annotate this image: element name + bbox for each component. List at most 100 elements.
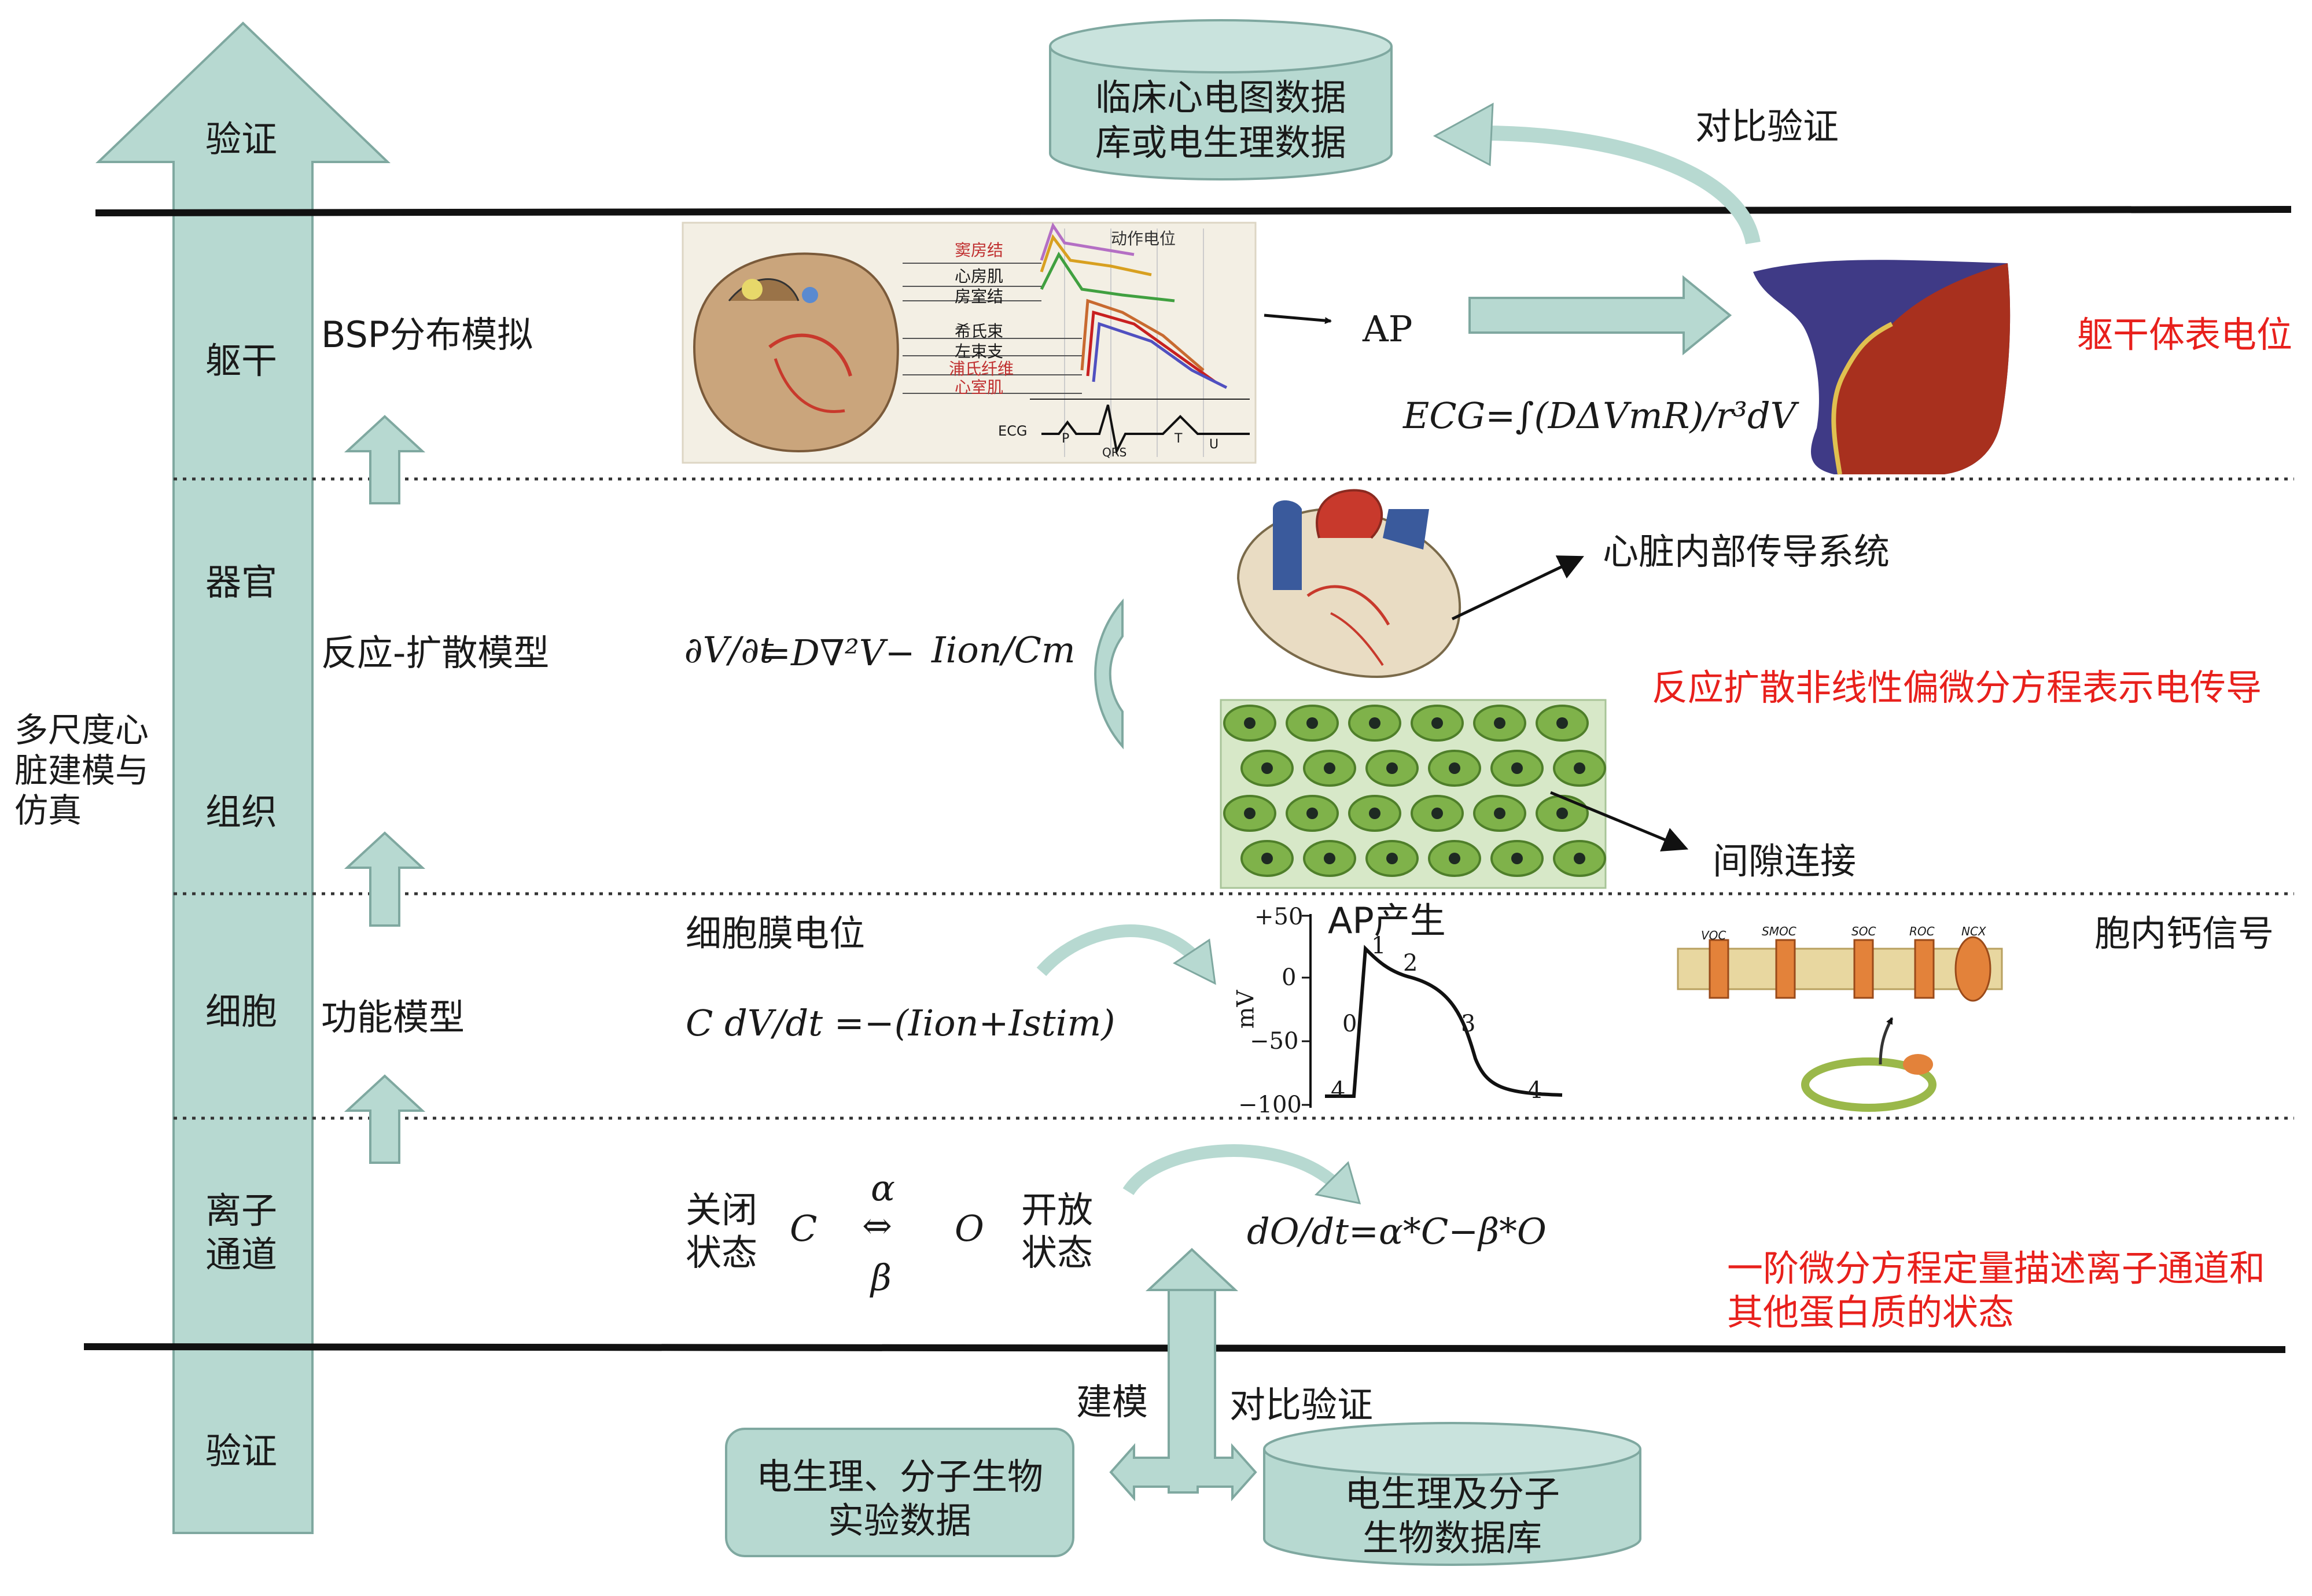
- state-o: O: [955, 1207, 984, 1249]
- cell-nucleus: [1369, 808, 1380, 819]
- verify-bottom-label: 验证: [205, 1430, 278, 1472]
- cell-nucleus: [1574, 853, 1585, 864]
- cell-nucleus: [1386, 853, 1398, 864]
- gap-junction-tissue-figure: [1220, 699, 1607, 889]
- open-state-label: 开放 状态: [1021, 1189, 1094, 1274]
- ecg-equation: ECG=∫(DΔVmR)/r³dV: [1403, 395, 1796, 437]
- exchange-symbol: ⇔: [862, 1204, 892, 1247]
- cell-nucleus: [1261, 853, 1273, 864]
- ap-ylabel: mV: [1232, 990, 1260, 1029]
- multiscale-label: 多尺度心 脏建模与 仿真: [14, 710, 149, 831]
- curved-arrow-cell: [1036, 924, 1203, 976]
- ion-note: 一阶微分方程定量描述离子通道和 其他蛋白质的状态: [1727, 1247, 2266, 1333]
- cell-nucleus: [1511, 762, 1523, 774]
- ca-channel-smoc: SMOC: [1762, 924, 1796, 938]
- cell-nucleus: [1556, 717, 1568, 729]
- compare-bottom-label: 对比验证: [1229, 1384, 1374, 1426]
- cell-nucleus: [1244, 808, 1256, 819]
- arrow-ap-to-torso: [1468, 275, 1732, 356]
- membrane-potential-label: 细胞膜电位: [686, 912, 866, 954]
- level-cell: 细胞: [205, 990, 278, 1033]
- ap-phase-4a: 4: [1331, 1077, 1346, 1104]
- arrow-to-gap: [1550, 791, 1689, 852]
- conduction-label: 心脏内部传导系统: [1603, 530, 1890, 573]
- ecg-wave-t: T: [1175, 432, 1183, 446]
- ap-tick-50: +50: [1254, 904, 1304, 930]
- torso-surface-potential-map: [1753, 260, 2011, 475]
- action-potential-plot: [1302, 914, 1563, 1108]
- bio-db-label: 电生理及分子 生物数据库: [1344, 1473, 1560, 1559]
- level-tissue: 组织: [205, 791, 278, 833]
- ecg-wave-p: P: [1062, 432, 1070, 446]
- up-arrow-small: [344, 415, 426, 1164]
- bsp-model-label: BSP分布模拟: [321, 314, 533, 356]
- level-organ: 器官: [205, 561, 278, 603]
- scale-arrow: [95, 21, 391, 1534]
- ecg-fig-label-3: 希氏束: [955, 322, 1004, 341]
- ap-phase-1: 1: [1371, 932, 1386, 959]
- ap-tick-minus50: −50: [1250, 1028, 1299, 1055]
- ecg-fig-label-0: 窦房结: [955, 241, 1004, 260]
- rate-beta: β: [871, 1256, 892, 1299]
- compare-arrow-top: [1481, 126, 1761, 245]
- cell-nucleus: [1431, 808, 1443, 819]
- ecg-fig-label-5: 浦氏纤维: [949, 359, 1014, 378]
- cell-nucleus: [1494, 808, 1505, 819]
- organ-eq-lhs: ∂V/∂t: [684, 629, 774, 671]
- curved-arrow-ion: [1122, 1144, 1335, 1196]
- calcium-label: 胞内钙信号: [2094, 912, 2274, 954]
- closed-state-label: 关闭 状态: [686, 1189, 758, 1274]
- cell-nucleus: [1449, 762, 1460, 774]
- cell-nucleus: [1306, 717, 1318, 729]
- ap-phase-0: 0: [1342, 1011, 1357, 1037]
- arrow-to-ap: [1264, 314, 1332, 325]
- cell-nucleus: [1306, 808, 1318, 819]
- rate-alpha: α: [871, 1167, 895, 1209]
- ca-channel-ncx: NCX: [1961, 924, 1986, 938]
- organ-eq-mid: =D∇²V−: [761, 632, 915, 674]
- cell-nucleus: [1556, 808, 1568, 819]
- gap-junction-label: 间隙连接: [1713, 840, 1857, 882]
- cell-nucleus: [1431, 717, 1443, 729]
- level-ion-channel: 离子 通道: [205, 1189, 278, 1276]
- ecg-action-potential-figure: [682, 222, 1257, 464]
- cell-nucleus: [1369, 717, 1380, 729]
- ca-channel-soc: SOC: [1851, 924, 1876, 938]
- ap-phase-3: 3: [1461, 1011, 1476, 1037]
- ca-channel-roc: ROC: [1909, 924, 1935, 938]
- ion-equation: dO/dt=α*C−β*O: [1247, 1210, 1547, 1252]
- feedback-half-ring: [1094, 598, 1124, 750]
- cell-nucleus: [1244, 717, 1256, 729]
- cell-nucleus: [1261, 762, 1273, 774]
- build-label: 建模: [1076, 1381, 1148, 1423]
- cell-nucleus: [1574, 762, 1585, 774]
- cell-nucleus: [1494, 717, 1505, 729]
- cell-nucleus: [1449, 853, 1460, 864]
- model-compare-double-arrow: [1109, 1248, 1257, 1502]
- ecg-wave-u: U: [1209, 437, 1219, 452]
- ap-generation-label: AP产生: [1328, 900, 1446, 942]
- ap-phase-2: 2: [1403, 950, 1418, 976]
- compare-top-label: 对比验证: [1695, 105, 1839, 148]
- ap-tick-0: 0: [1282, 964, 1297, 991]
- bio-db-cylinder: [1263, 1422, 1641, 1566]
- ecg-wave-qrs: QRS: [1102, 445, 1127, 459]
- cell-nucleus: [1324, 762, 1335, 774]
- ca-channel-voc: VOC: [1701, 928, 1726, 942]
- organ-eq-rhs: Iion/Cm: [932, 629, 1076, 671]
- ecg-fig-label-6: 心室肌: [955, 378, 1004, 397]
- clinical-db-label: 临床心电图数据 库或电生理数据: [1095, 76, 1346, 164]
- ecg-fig-label-2: 房室结: [955, 287, 1004, 306]
- pde-note: 反应扩散非线性偏微分方程表示电传导: [1652, 666, 2262, 709]
- arrow-to-conduction: [1451, 555, 1584, 621]
- ecg-fig-title: 动作电位: [1111, 229, 1176, 248]
- level-torso: 躯干: [205, 340, 278, 382]
- reaction-diffusion-label: 反应-扩散模型: [321, 632, 550, 674]
- heart-conduction-figure: [1236, 489, 1461, 679]
- ap-label: AP: [1363, 308, 1413, 350]
- cell-nucleus: [1386, 762, 1398, 774]
- top-boundary-line: [95, 206, 2292, 216]
- ap-phase-4b: 4: [1527, 1077, 1542, 1104]
